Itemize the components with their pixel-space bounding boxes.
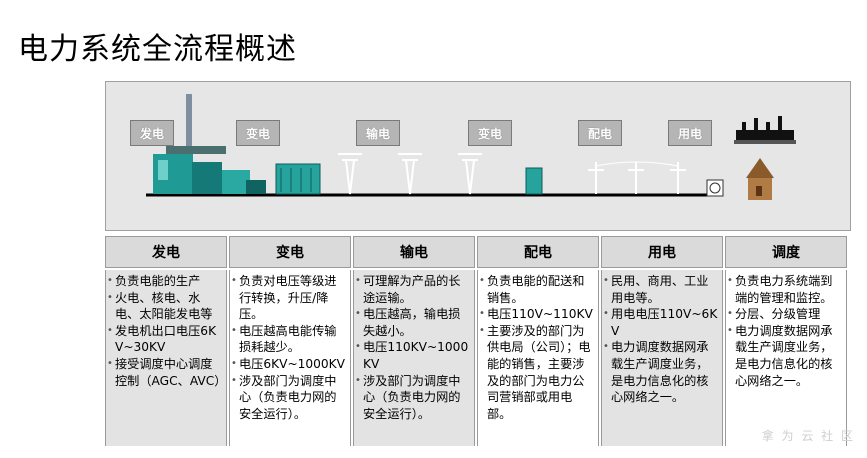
column-body: 负责对电压等级进行转换，升压/降压。 电压越高电能传输损耗越少。 电压6KV~1…	[229, 270, 351, 446]
list-item: 负责电能的生产	[107, 273, 222, 290]
column-transmission: 输电 可理解为产品的长途运输。 电压越高，输电损失越小。 电压110KV~100…	[353, 236, 475, 446]
power-flow-illustration	[146, 94, 796, 200]
column-header: 用电	[601, 236, 723, 268]
stage-tag-consumption: 用电	[668, 120, 712, 146]
stage-tag-generation: 发电	[130, 120, 174, 146]
stage-tag-distribution: 配电	[578, 120, 622, 146]
column-distribution: 配电 负责电能的配送和销售。 电压110V~110KV 主要涉及的部门为供电局（…	[477, 236, 599, 446]
list-item: 分层、分级管理	[727, 306, 842, 323]
list-item: 负责电能的配送和销售。	[479, 273, 594, 306]
utility-pole-icon	[588, 161, 686, 194]
stage-tag-step-up: 变电	[236, 120, 280, 146]
list-item: 电压110KV~1000KV	[355, 339, 470, 372]
transformer-icon	[275, 163, 321, 195]
list-item: 电力调度数据网承载生产调度业务，是电力信息化的核心网络之一。	[603, 339, 718, 405]
house-icon	[746, 158, 774, 200]
column-body: 负责电能的生产 火电、核电、水电、太阳能发电等 发电机出口电压6KV~30KV …	[105, 270, 227, 446]
column-header: 调度	[725, 236, 847, 268]
stage-tag-step-down: 变电	[468, 120, 512, 146]
list-item: 负责对电压等级进行转换，升压/降压。	[231, 273, 346, 323]
column-step-up: 变电 负责对电压等级进行转换，升压/降压。 电压越高电能传输损耗越少。 电压6K…	[229, 236, 351, 446]
column-body: 民用、商用、工业用电等。 用电电压110V~6KV 电力调度数据网承载生产调度业…	[601, 270, 723, 446]
stage-tag-transmission: 输电	[356, 120, 400, 146]
column-body: 可理解为产品的长途运输。 电压越高，输电损失越小。 电压110KV~1000KV…	[353, 270, 475, 446]
list-item: 用电电压110V~6KV	[603, 306, 718, 339]
power-plant-icon	[153, 94, 266, 194]
column-consumption: 用电 民用、商用、工业用电等。 用电电压110V~6KV 电力调度数据网承载生产…	[601, 236, 723, 446]
list-item: 接受调度中心调度控制（AGC、AVC）	[107, 356, 226, 389]
column-header: 发电	[105, 236, 227, 268]
tower-icon	[338, 153, 482, 195]
column-generation: 发电 负责电能的生产 火电、核电、水电、太阳能发电等 发电机出口电压6KV~30…	[105, 236, 227, 446]
list-item: 可理解为产品的长途运输。	[355, 273, 470, 306]
list-item: 电压110V~110KV	[479, 306, 594, 323]
list-item: 电压越高电能传输损耗越少。	[231, 323, 346, 356]
column-body: 负责电力系统端到端的管理和监控。 分层、分级管理 电力调度数据网承载生产调度业务…	[725, 270, 847, 446]
factory-icon	[734, 116, 796, 144]
list-item: 主要涉及的部门为供电局（公司）；电能的销售，主要涉及的部门为电力公司营销部或用电…	[479, 323, 594, 423]
list-item: 电压6KV~1000KV	[231, 356, 346, 373]
list-item: 电压越高，输电损失越小。	[355, 306, 470, 339]
column-dispatch: 调度 负责电力系统端到端的管理和监控。 分层、分级管理 电力调度数据网承载生产调…	[725, 236, 847, 446]
list-item: 民用、商用、工业用电等。	[603, 273, 718, 306]
list-item: 火电、核电、水电、太阳能发电等	[107, 290, 222, 323]
column-header: 输电	[353, 236, 475, 268]
page-title: 电力系统全流程概述	[18, 32, 297, 68]
watermark: 拿 为 云 社 区	[761, 429, 855, 443]
list-item: 涉及部门为调度中心（负责电力网的安全运行）。	[231, 373, 346, 423]
list-item: 发电机出口电压6KV~30KV	[107, 323, 222, 356]
meter-icon	[706, 179, 724, 197]
stage-description-table: 发电 负责电能的生产 火电、核电、水电、太阳能发电等 发电机出口电压6KV~30…	[105, 236, 851, 446]
list-item: 电力调度数据网承载生产调度业务，是电力信息化的核心网络之一。	[727, 323, 842, 389]
column-header: 配电	[477, 236, 599, 268]
list-item: 负责电力系统端到端的管理和监控。	[727, 273, 842, 306]
column-body: 负责电能的配送和销售。 电压110V~110KV 主要涉及的部门为供电局（公司）…	[477, 270, 599, 446]
substation-icon	[525, 167, 543, 195]
power-flow-diagram: 发电 变电 输电 变电 配电 用电	[105, 81, 851, 231]
column-header: 变电	[229, 236, 351, 268]
list-item: 涉及部门为调度中心（负责电力网的安全运行）。	[355, 373, 470, 423]
